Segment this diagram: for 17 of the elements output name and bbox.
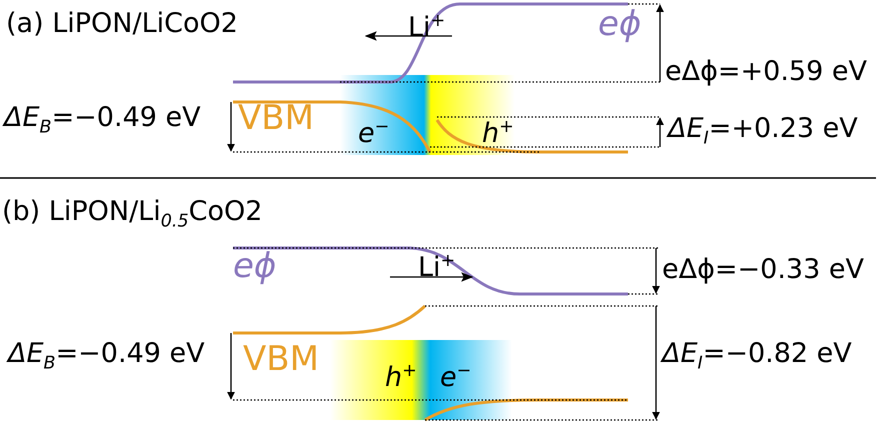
carrier-label: h$^{+}$: [385, 360, 417, 393]
work-function-label: eϕ: [233, 248, 276, 284]
potential-step-label: eΔϕ=−0.33 eV: [662, 254, 864, 285]
work-function-label: eϕ: [598, 6, 642, 42]
carrier-label: e$^{−}$: [440, 360, 472, 393]
band-label: VBM: [238, 100, 314, 136]
offset-label: ΔE$_{I}$=−0.82 eV: [662, 338, 852, 376]
band-bending-label: ΔE$_{B}$=−0.49 eV: [4, 102, 201, 140]
panel-title: (a) LiPON/LiCoO2: [6, 8, 238, 39]
ion-label: Li$^{+}$: [418, 250, 456, 283]
panel-title: (b) LiPON/Li$_{0.5}$CoO2: [2, 196, 262, 234]
band-bending-label: ΔE$_{B}$=−0.49 eV: [8, 338, 205, 376]
band-label: VBM: [243, 341, 319, 377]
offset-label: ΔE$_{I}$=+0.23 eV: [668, 113, 858, 150]
carrier-label: h$^{+}$: [482, 116, 514, 149]
potential-step-label: eΔϕ=+0.59 eV: [665, 56, 867, 87]
carrier-label: e$^{−}$: [358, 116, 390, 149]
